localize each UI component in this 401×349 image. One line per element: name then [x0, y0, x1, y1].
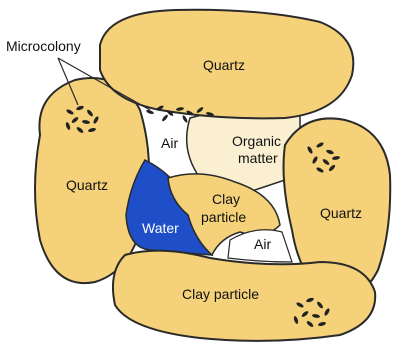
clay-particle-mid-label-line2: particle	[201, 209, 246, 225]
microcolony-label: Microcolony	[6, 38, 81, 54]
clay-particle-mid-label-line1: Clay	[212, 191, 240, 207]
air-top-label: Air	[161, 135, 178, 151]
organic-matter-label-line2: matter	[238, 150, 278, 166]
quartz-top-label: Quartz	[203, 57, 245, 73]
air-bottom-label: Air	[254, 236, 271, 252]
organic-matter-label-line1: Organic	[232, 133, 281, 149]
clay-particle-bottom-label: Clay particle	[182, 286, 259, 302]
water-label: Water	[142, 220, 179, 236]
quartz-left-label: Quartz	[66, 177, 108, 193]
quartz-right-label: Quartz	[320, 205, 362, 221]
